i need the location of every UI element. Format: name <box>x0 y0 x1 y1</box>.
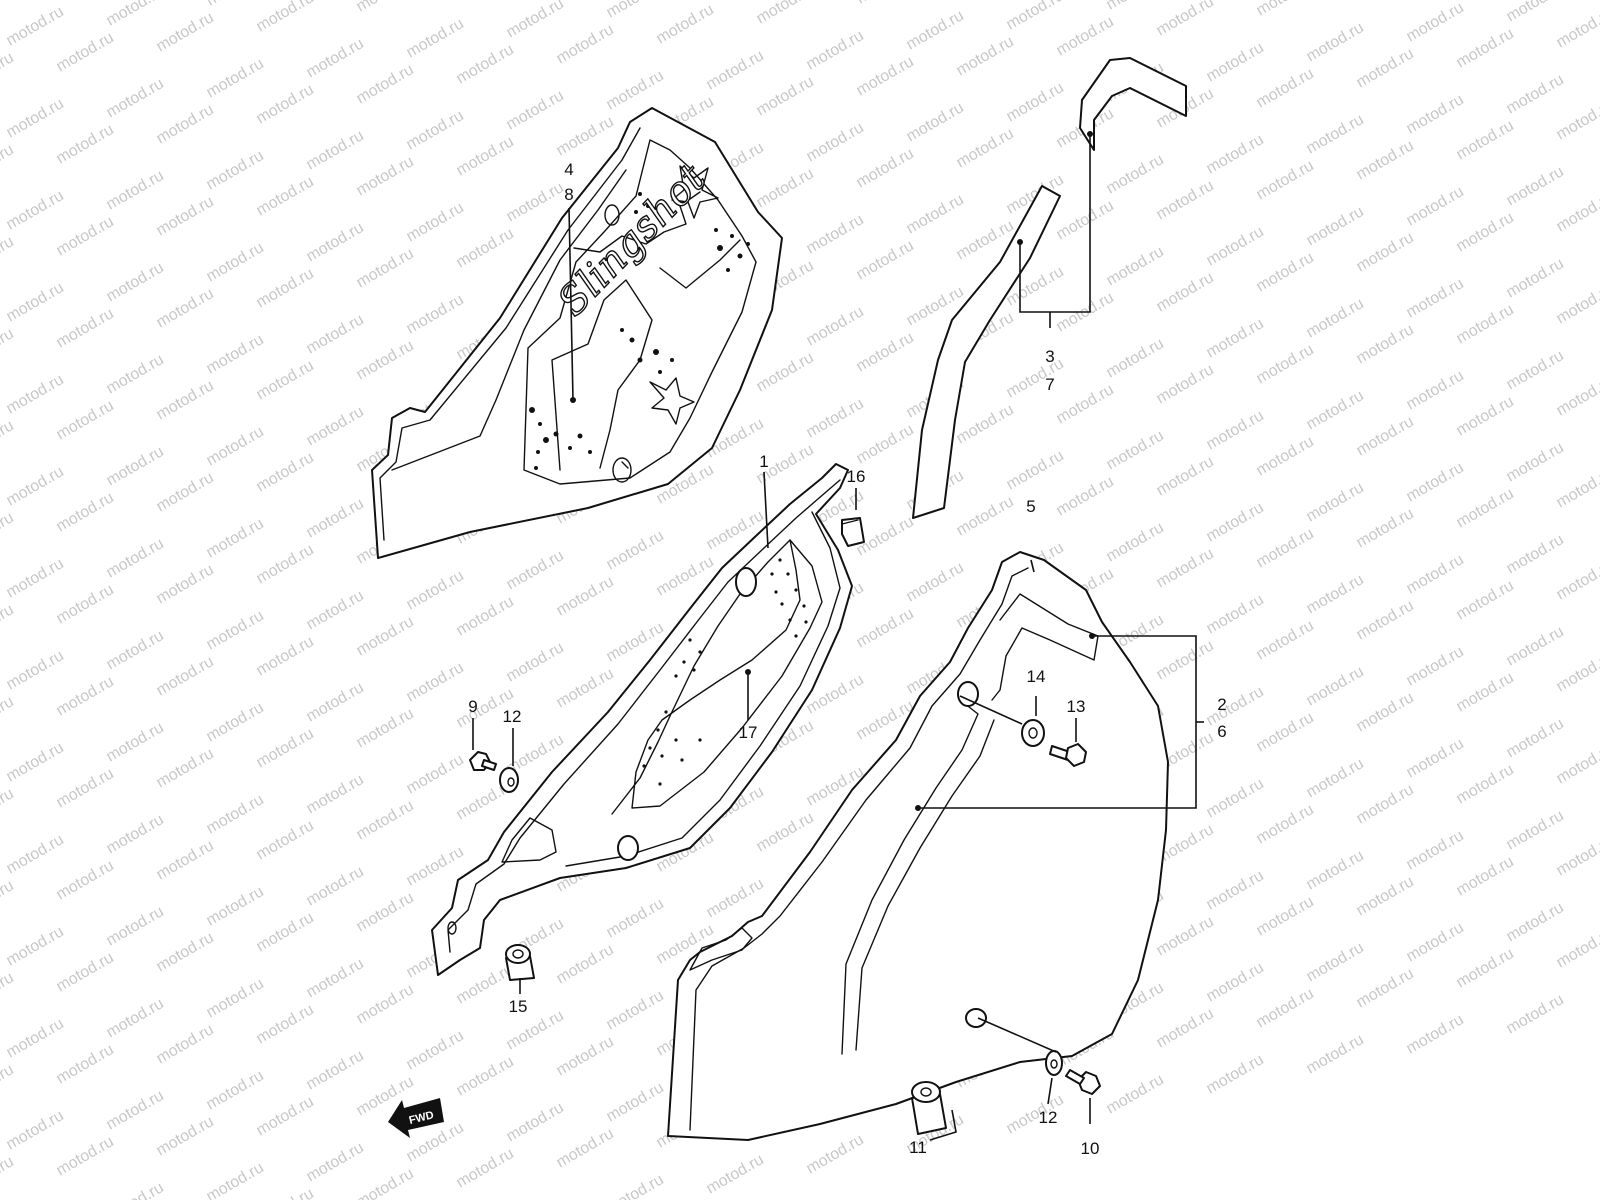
fwd-arrow: FWD <box>388 1098 444 1138</box>
grommet-16 <box>841 517 865 547</box>
callout-17: 17 <box>739 723 758 742</box>
bolt-10 <box>1065 1069 1101 1095</box>
callout-8: 8 <box>564 185 573 204</box>
callout-10: 10 <box>1081 1139 1100 1158</box>
callout-7: 7 <box>1045 375 1054 394</box>
callout-1: 1 <box>759 452 768 471</box>
callout-13: 13 <box>1067 697 1086 716</box>
callout-11: 11 <box>909 1138 927 1157</box>
callout-15: 15 <box>509 997 528 1016</box>
decal-strip-upper <box>1079 57 1187 151</box>
callout-5: 5 <box>1026 497 1035 516</box>
fwd-label: FWD <box>408 1109 435 1127</box>
callout-16: 16 <box>847 467 866 486</box>
washer-12-left <box>499 767 519 793</box>
grommet-15 <box>505 944 535 981</box>
bolt-9 <box>469 751 497 771</box>
callout-9: 9 <box>468 697 477 716</box>
callouts: 4 8 3 7 1 16 5 14 13 2 6 9 12 17 15 11 1… <box>468 160 1226 1158</box>
washer-12-right <box>1045 1050 1063 1076</box>
decal-speckles <box>529 192 750 470</box>
callout-6: 6 <box>1217 722 1226 741</box>
leader-lines <box>472 131 1204 1141</box>
callout-12-right: 12 <box>1039 1108 1058 1127</box>
frame-cover-right <box>667 551 1169 1141</box>
callout-14: 14 <box>1027 667 1046 686</box>
callout-3: 3 <box>1045 347 1054 366</box>
callout-4: 4 <box>564 160 573 179</box>
decal-strip-lower <box>912 185 1061 519</box>
frame-cover <box>431 463 853 976</box>
decal-panel: Slingshot <box>371 107 783 559</box>
mesh-stipple <box>642 558 808 786</box>
bolt-13 <box>1049 743 1087 767</box>
washer-14 <box>1021 719 1045 747</box>
callout-2: 2 <box>1217 695 1226 714</box>
callout-12-left: 12 <box>503 707 522 726</box>
grommet-11 <box>911 1081 947 1135</box>
